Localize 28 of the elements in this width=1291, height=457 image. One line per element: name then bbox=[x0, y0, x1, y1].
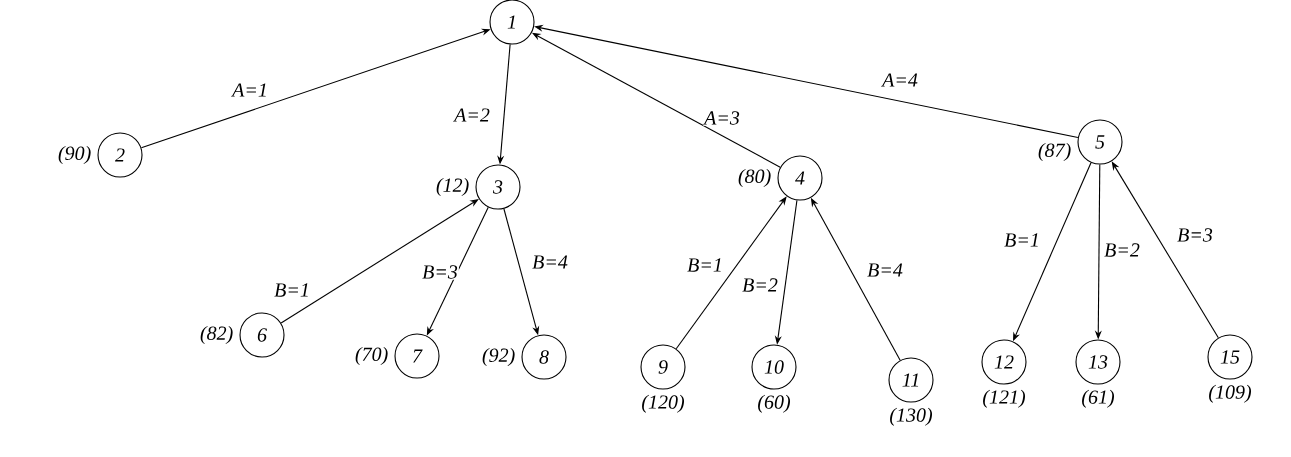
cost-label: (109) bbox=[1209, 384, 1252, 403]
edge-label: A=3 bbox=[703, 110, 741, 126]
cost-label: (80) bbox=[738, 168, 771, 188]
cost-label: (120) bbox=[642, 394, 685, 413]
edge-label: B=2 bbox=[1103, 242, 1141, 258]
cost-label: (87) bbox=[1038, 142, 1071, 162]
edge-label: A=1 bbox=[231, 82, 269, 98]
cost-label: (90) bbox=[58, 145, 91, 165]
edge-label: B=3 bbox=[1176, 227, 1214, 243]
cost-label: (12) bbox=[436, 177, 469, 197]
edge-label: B=3 bbox=[421, 264, 459, 280]
edge-label: B=1 bbox=[1003, 232, 1041, 248]
cost-label: (61) bbox=[1082, 389, 1115, 408]
cost-label: (70) bbox=[355, 346, 388, 366]
edge-label: B=4 bbox=[531, 254, 569, 270]
cost-label: (92) bbox=[482, 347, 515, 367]
arrow bbox=[280, 199, 479, 324]
arrow bbox=[675, 196, 787, 350]
edge-label: A=4 bbox=[881, 72, 919, 88]
cost-label: (121) bbox=[983, 389, 1026, 408]
edge-label: B=1 bbox=[273, 282, 311, 298]
cost-label: (130) bbox=[890, 407, 933, 426]
edge-label: B=4 bbox=[866, 262, 904, 278]
edge-label: B=1 bbox=[686, 257, 724, 273]
edge-label: B=2 bbox=[741, 277, 779, 293]
cost-label: (82) bbox=[200, 325, 233, 345]
edge-label: A=2 bbox=[453, 107, 491, 123]
cost-label: (60) bbox=[758, 394, 791, 413]
